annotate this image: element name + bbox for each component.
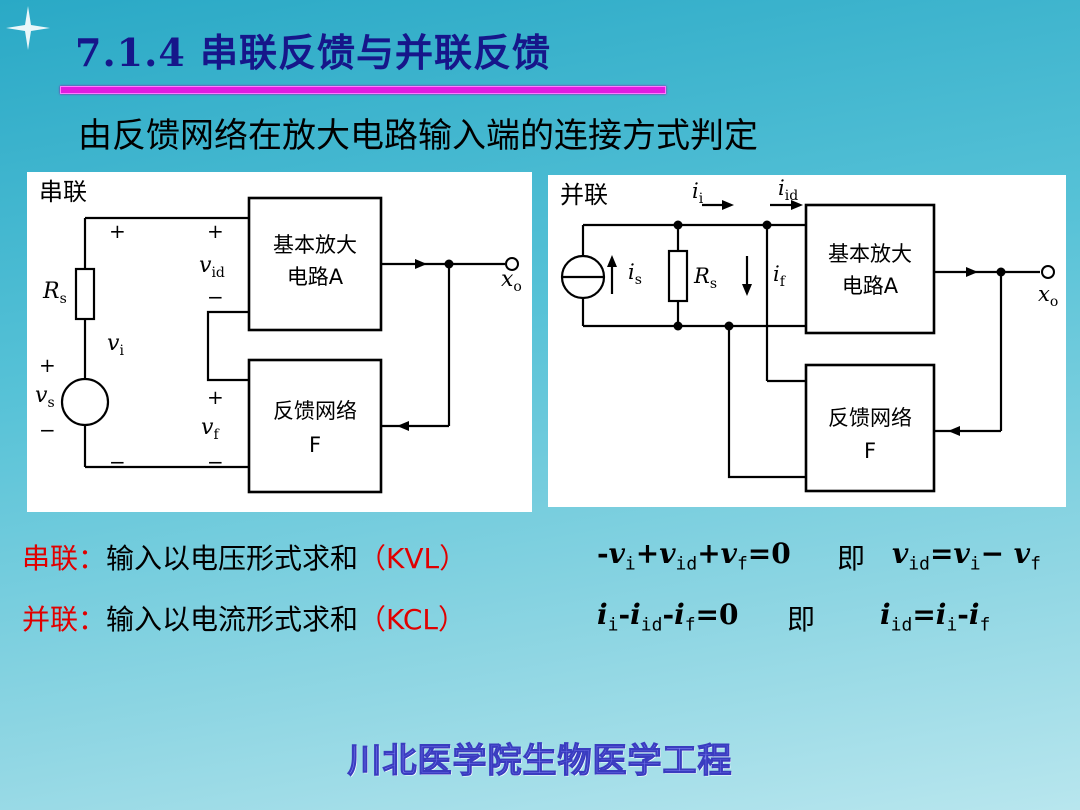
series-vid-equation: vid=vi− vf — [892, 537, 1041, 575]
vs-plus-sign: + — [39, 353, 56, 377]
sparkle-icon — [6, 6, 50, 50]
fb-label-line2: F — [309, 433, 321, 457]
if-symbol: if — [773, 262, 787, 290]
series-summary-row: 串联：输入以电压形式求和（KVL） -vi+vid+vf=0 即 vid=vi−… — [22, 537, 1072, 577]
slide-subtitle: 由反馈网络在放大电路输入端的连接方式判定 — [78, 116, 758, 156]
series-kvl-equation: -vi+vid+vf=0 — [597, 537, 791, 575]
rs-resistor — [667, 249, 689, 303]
parallel-label: 并联 — [560, 181, 608, 209]
voltage-source-symbol — [60, 377, 110, 427]
amp-label-line2: 电路A — [287, 265, 344, 289]
series-label: 串联 — [39, 178, 87, 206]
amp-label-line1: 基本放大 — [828, 242, 912, 266]
xo-symbol: xo — [1038, 282, 1058, 310]
vid-plus-sign: + — [207, 219, 224, 243]
parallel-summary-label: 并联： — [22, 603, 107, 636]
series-summary-text: 输入以电压形式求和 — [106, 542, 359, 575]
vs-minus-sign: − — [39, 418, 56, 442]
parallel-feedback-diagram: 并联 基本放大 电路A 反馈网络 F ii iid is Rs if xo — [548, 175, 1066, 507]
xo-symbol: xo — [501, 267, 522, 295]
vi-minus-sign: − — [109, 450, 126, 474]
rs-resistor — [74, 267, 96, 321]
amp-label-line1: 基本放大 — [273, 233, 357, 257]
iid-symbol: iid — [778, 176, 798, 204]
parallel-ji: 即 — [787, 603, 816, 636]
is-symbol: is — [628, 260, 642, 288]
slide-footer: 川北医学院生物医学工程 — [347, 741, 733, 782]
vf-plus-sign: + — [207, 385, 224, 409]
parallel-summary-text: 输入以电流形式求和 — [106, 603, 359, 636]
rs-symbol: Rs — [42, 279, 67, 307]
series-feedback-diagram: 串联 基本放大 电路A 反馈网络 F + + − + − − + − Rs vi… — [27, 172, 532, 512]
vf-symbol: vf — [201, 415, 220, 443]
fb-label-line1: 反馈网络 — [273, 399, 357, 423]
rs-symbol: Rs — [693, 264, 717, 292]
vid-minus-sign: − — [207, 285, 224, 309]
title-underline — [60, 86, 666, 94]
parallel-iid-equation: iid=ii-if — [880, 598, 991, 636]
fb-label-line1: 反馈网络 — [828, 406, 912, 430]
feedback-box — [247, 358, 383, 494]
series-law: （KVL） — [358, 542, 468, 575]
amplifier-box — [804, 203, 936, 335]
amp-label-line2: 电路A — [842, 274, 899, 298]
vi-symbol: vi — [107, 331, 124, 359]
amplifier-box — [247, 196, 383, 332]
vid-symbol: vid — [199, 253, 225, 281]
feedback-box — [804, 363, 936, 493]
parallel-kcl-equation: ii-iid-if=0 — [597, 598, 739, 636]
series-summary-label: 串联： — [22, 542, 107, 575]
slide-title: 7.1.4 串联反馈与并联反馈 — [75, 30, 552, 75]
parallel-law: （KCL） — [358, 603, 467, 636]
vi-plus-sign: + — [109, 219, 126, 243]
fb-label-line2: F — [864, 439, 876, 463]
vs-symbol: vs — [35, 383, 55, 411]
series-ji: 即 — [837, 542, 866, 575]
vf-minus-sign: − — [207, 450, 224, 474]
ii-symbol: ii — [692, 179, 704, 207]
parallel-summary-row: 并联：输入以电流形式求和（KCL） ii-iid-if=0 即 iid=ii-i… — [22, 598, 1072, 638]
